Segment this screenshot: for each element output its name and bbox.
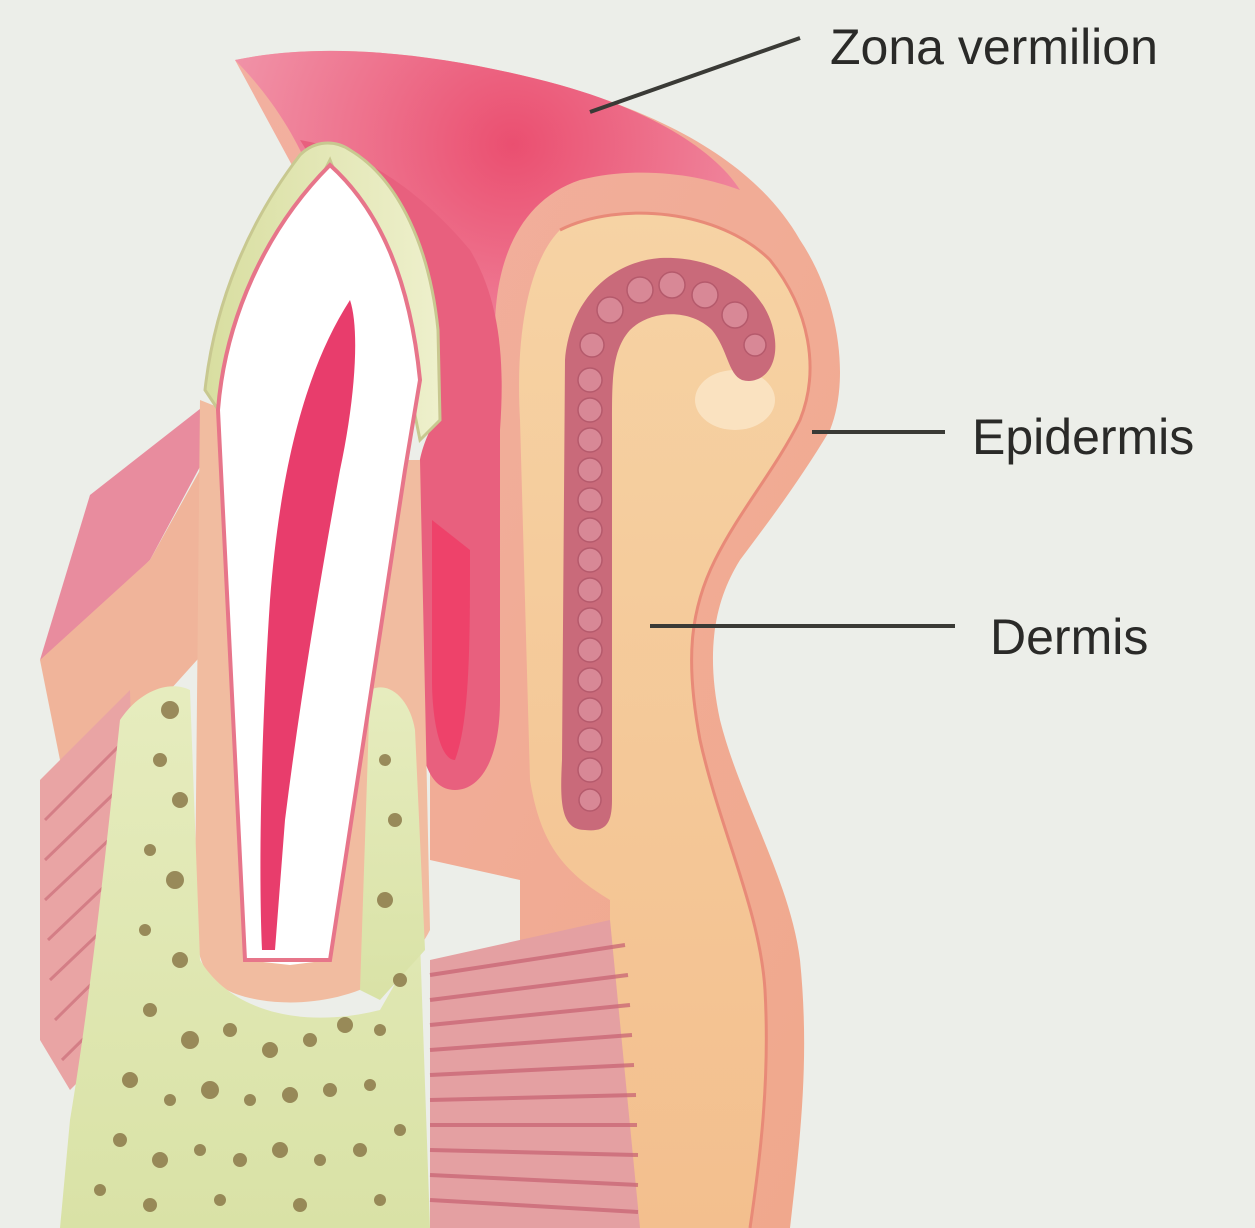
label-epidermis: Epidermis (972, 412, 1194, 462)
label-zona-vermilion: Zona vermilion (830, 22, 1158, 72)
label-dermis: Dermis (990, 612, 1148, 662)
leader-zona-vermilion (590, 38, 800, 112)
dermis-highlight (695, 370, 775, 430)
orbicularis-muscle (430, 920, 640, 1228)
